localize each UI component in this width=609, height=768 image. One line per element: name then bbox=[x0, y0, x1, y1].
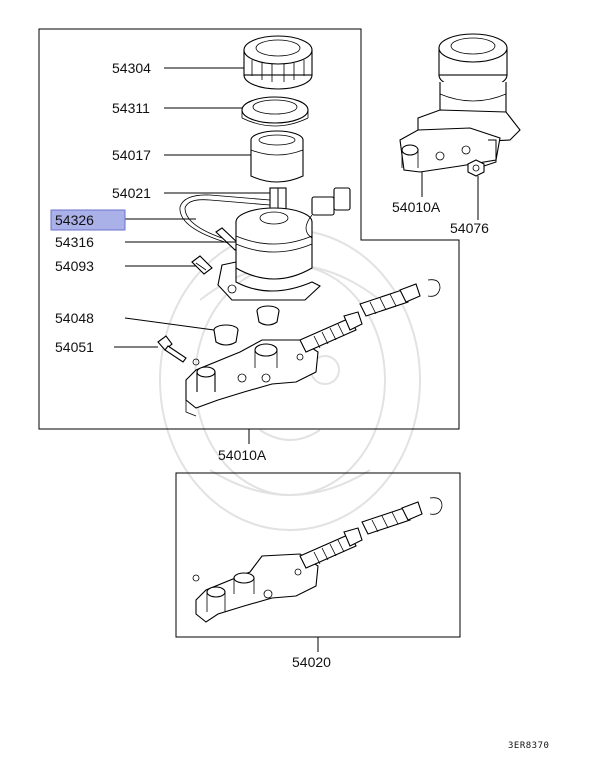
highlight-54326 bbox=[50, 209, 126, 231]
reservoir-strainer-part[interactable] bbox=[250, 130, 304, 183]
mounting-bolt-part[interactable] bbox=[191, 255, 213, 275]
part-label-54051[interactable]: 54051 bbox=[55, 339, 94, 355]
figure-code: 3ER8370 bbox=[508, 741, 549, 751]
reservoir-cap-part[interactable] bbox=[243, 35, 313, 90]
master-cylinder-body[interactable] bbox=[185, 339, 319, 417]
reservoir-tank-part[interactable] bbox=[179, 187, 351, 301]
hex-nut-part[interactable] bbox=[467, 159, 485, 177]
part-label-54020[interactable]: 54020 bbox=[292, 654, 331, 670]
inset-assembly-part[interactable] bbox=[399, 33, 521, 173]
part-label-54021[interactable]: 54021 bbox=[112, 185, 151, 201]
piston-kit-part[interactable] bbox=[299, 279, 441, 353]
union-bolt-part[interactable] bbox=[157, 335, 200, 366]
part-label-54311[interactable]: 54311 bbox=[112, 100, 150, 116]
leader-54048 bbox=[124, 317, 215, 331]
main-assembly-frame bbox=[38, 28, 460, 430]
part-label-54304[interactable]: 54304 bbox=[112, 60, 151, 76]
part-label-54093[interactable]: 54093 bbox=[55, 258, 94, 274]
part-label-54010A-main[interactable]: 54010A bbox=[218, 447, 267, 463]
part-label-54017[interactable]: 54017 bbox=[112, 147, 151, 163]
leader-inset-bracket bbox=[483, 139, 497, 167]
part-label-54326[interactable]: 54326 bbox=[55, 212, 94, 228]
part-label-54076[interactable]: 54076 bbox=[450, 220, 489, 236]
alt-master-cylinder-part[interactable] bbox=[192, 497, 443, 623]
part-label-54048[interactable]: 54048 bbox=[55, 310, 94, 326]
part-label-54316[interactable]: 54316 bbox=[55, 234, 94, 250]
part-label-54010A-inset[interactable]: 54010A bbox=[392, 199, 441, 215]
reservoir-seal-part[interactable] bbox=[241, 96, 309, 127]
reservoir-grommet-part[interactable] bbox=[213, 305, 280, 346]
